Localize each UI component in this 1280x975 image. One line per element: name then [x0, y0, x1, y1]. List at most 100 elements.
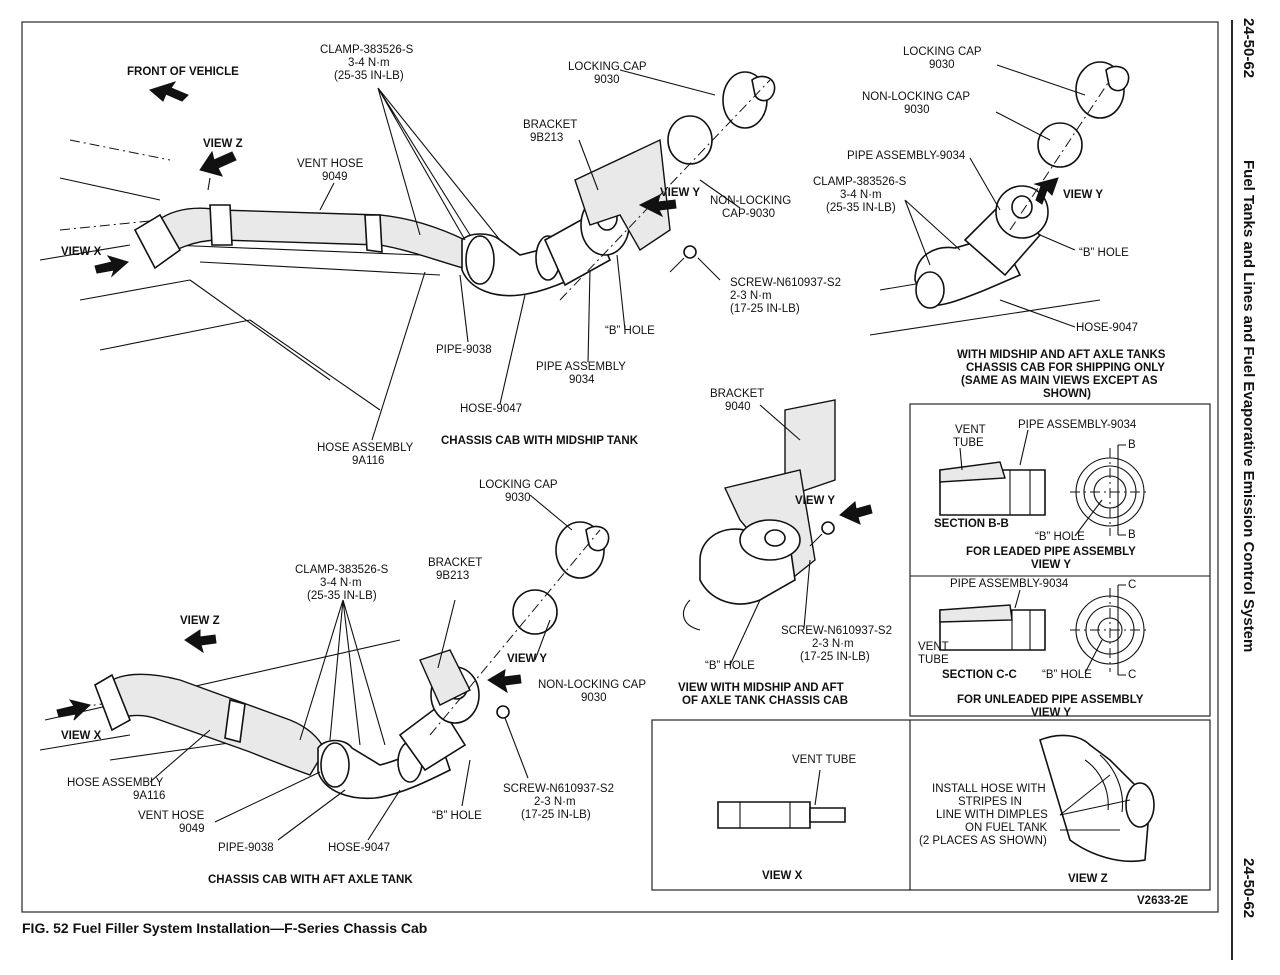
aft-labels: LOCKING CAP 9030 CLAMP-383526-S 3-4 N·m …: [61, 479, 646, 886]
midship-title: CHASSIS CAB WITH MIDSHIP TANK: [441, 435, 639, 447]
view-z-note-line-4: ON FUEL TANK: [965, 822, 1048, 834]
screw-label-line-1: SCREW-N610937-S2: [730, 277, 841, 289]
page-number-bottom: 24-50-62: [1240, 858, 1257, 918]
view-z-note-line-3: LINE WITH DIMPLES: [936, 809, 1048, 821]
locking-cap-label-line-1: LOCKING CAP: [568, 61, 647, 73]
aft-hose-label: HOSE-9047: [328, 842, 390, 854]
aft-clamp-line-2: 3-4 N·m: [320, 577, 362, 589]
aft-non-locking-cap-line-2: 9030: [581, 692, 607, 704]
locking-cap-label-line-2: 9030: [594, 74, 620, 86]
aft-b-hole-label: “B” HOLE: [432, 810, 482, 822]
section-bb-labels: VENT TUBE PIPE ASSEMBLY-9034 B B SECTION…: [934, 419, 1137, 571]
bracket-view-drawing: [682, 399, 873, 666]
pipe-assembly-label-line-1: PIPE ASSEMBLY: [536, 361, 626, 373]
bb-caption-line-1: FOR LEADED PIPE ASSEMBLY: [966, 546, 1136, 558]
hose-assembly-label-line-2: 9A116: [352, 455, 384, 467]
aft-locking-cap-line-2: 9030: [505, 492, 531, 504]
bracket-label-line-2: 9B213: [530, 132, 563, 144]
aft-view-x-label: VIEW X: [61, 730, 102, 742]
cc-tube-label: TUBE: [918, 654, 949, 666]
screw-label-line-3: (17-25 IN-LB): [730, 303, 800, 315]
aft-locking-cap-line-1: LOCKING CAP: [479, 479, 558, 491]
shipping-non-locking-cap-line-1: NON-LOCKING CAP: [862, 91, 970, 103]
bb-marker-top: B: [1128, 439, 1136, 451]
shipping-non-locking-cap-line-2: 9030: [904, 104, 930, 116]
section-cc-labels: PIPE ASSEMBLY-9034 C C VENT TUBE SECTION…: [918, 578, 1144, 719]
cc-b-hole-label: “B” HOLE: [1042, 669, 1092, 681]
bracket-screw-line-2: 2-3 N·m: [812, 638, 854, 650]
bracket-b-hole-label: “B” HOLE: [705, 660, 755, 672]
view-z-note-line-1: INSTALL HOSE WITH: [932, 783, 1046, 795]
aft-clamp-line-3: (25-35 IN-LB): [307, 590, 377, 602]
aft-drawing: [39, 494, 610, 841]
view-x-vent-tube-label: VENT TUBE: [792, 754, 856, 766]
cc-pipe-assembly-label: PIPE ASSEMBLY-9034: [950, 578, 1069, 590]
aft-view-y-label: VIEW Y: [507, 653, 547, 665]
section-title: Fuel Tanks and Lines and Fuel Evaporativ…: [1240, 160, 1257, 652]
clamp-label-line-2: 3-4 N·m: [348, 57, 390, 69]
hose-assembly-label-line-1: HOSE ASSEMBLY: [317, 442, 414, 454]
clamp-label-line-3: (25-35 IN-LB): [334, 70, 404, 82]
view-y-label: VIEW Y: [660, 187, 700, 199]
shipping-locking-cap-line-2: 9030: [929, 59, 955, 71]
front-of-vehicle-label: FRONT OF VEHICLE: [127, 66, 239, 78]
aft-screw-line-1: SCREW-N610937-S2: [503, 783, 614, 795]
midship-drawing: [39, 69, 776, 441]
pipe-assembly-label-line-2: 9034: [569, 374, 595, 386]
section-bb-drawing: [939, 429, 1150, 537]
shipping-hose-label: HOSE-9047: [1076, 322, 1138, 334]
bracket-9040-line-1: BRACKET: [710, 388, 764, 400]
view-z-drawing: [1039, 734, 1155, 863]
bb-tube-label: TUBE: [953, 437, 984, 449]
bracket-label-line-1: BRACKET: [523, 119, 577, 131]
aft-bracket-line-2: 9B213: [436, 570, 469, 582]
cc-caption-line-1: FOR UNLEADED PIPE ASSEMBLY: [957, 694, 1144, 706]
page-number-top: 24-50-62: [1240, 18, 1257, 78]
screw-label-line-2: 2-3 N·m: [730, 290, 772, 302]
aft-screw-line-2: 2-3 N·m: [534, 796, 576, 808]
shipping-clamp-line-3: (25-35 IN-LB): [826, 202, 896, 214]
figure-code: V2633-2E: [1137, 895, 1188, 907]
hose-label: HOSE-9047: [460, 403, 522, 415]
aft-view-z-label: VIEW Z: [180, 615, 220, 627]
cc-marker-top: C: [1128, 579, 1136, 591]
aft-vent-hose-line-2: 9049: [179, 823, 205, 835]
shipping-note-line-1: WITH MIDSHIP AND AFT AXLE TANKS: [957, 349, 1166, 361]
shipping-note-line-3: (SAME AS MAIN VIEWS EXCEPT AS: [961, 375, 1158, 387]
aft-hose-assembly-line-1: HOSE ASSEMBLY: [67, 777, 164, 789]
cc-vent-label: VENT: [918, 641, 949, 653]
view-z-note-line-2: STRIPES IN: [958, 796, 1022, 808]
non-locking-cap-label-line-1: NON-LOCKING: [710, 195, 791, 207]
shipping-locking-cap-line-1: LOCKING CAP: [903, 46, 982, 58]
cc-caption-line-2: VIEW Y: [1031, 707, 1071, 719]
aft-hose-assembly-line-2: 9A116: [133, 790, 165, 802]
bracket-view-y-label: VIEW Y: [795, 495, 835, 507]
view-z-title: VIEW Z: [1068, 873, 1108, 885]
clamp-label-line-1: CLAMP-383526-S: [320, 44, 414, 56]
bb-section-label: SECTION B-B: [934, 518, 1009, 530]
cc-section-label: SECTION C-C: [942, 669, 1017, 681]
pipe-label: PIPE-9038: [436, 344, 492, 356]
shipping-note-line-4: SHOWN): [1043, 388, 1091, 400]
bb-marker-bottom: B: [1128, 529, 1136, 541]
views-xz-box: [651, 719, 1211, 891]
shipping-clamp-line-2: 3-4 N·m: [840, 189, 882, 201]
aft-clamp-line-1: CLAMP-383526-S: [295, 564, 389, 576]
vent-hose-label-line-2: 9049: [322, 171, 348, 183]
bracket-view-labels: BRACKET 9040 VIEW Y SCREW-N610937-S2 2-3…: [678, 388, 892, 707]
shipping-note-line-2: CHASSIS CAB FOR SHIPPING ONLY: [966, 362, 1165, 374]
shipping-labels: LOCKING CAP 9030 NON-LOCKING CAP 9030 PI…: [813, 46, 1166, 400]
shipping-view-y-label: VIEW Y: [1063, 189, 1103, 201]
aft-non-locking-cap-line-1: NON-LOCKING CAP: [538, 679, 646, 691]
bracket-9040-line-2: 9040: [725, 401, 751, 413]
bb-pipe-assembly-label: PIPE ASSEMBLY-9034: [1018, 419, 1137, 431]
section-cc-drawing: [939, 584, 1150, 676]
side-header: 24-50-62 Fuel Tanks and Lines and Fuel E…: [1231, 18, 1257, 960]
bb-vent-label: VENT: [955, 424, 986, 436]
aft-vent-hose-line-1: VENT HOSE: [138, 810, 205, 822]
midship-labels: FRONT OF VEHICLE CLAMP-383526-S 3-4 N·m …: [61, 44, 841, 467]
figure-border: [21, 21, 1219, 913]
view-x-label: VIEW X: [61, 246, 102, 258]
view-boxes-labels: VENT TUBE VIEW X INSTALL HOSE WITH STRIP…: [762, 754, 1108, 885]
